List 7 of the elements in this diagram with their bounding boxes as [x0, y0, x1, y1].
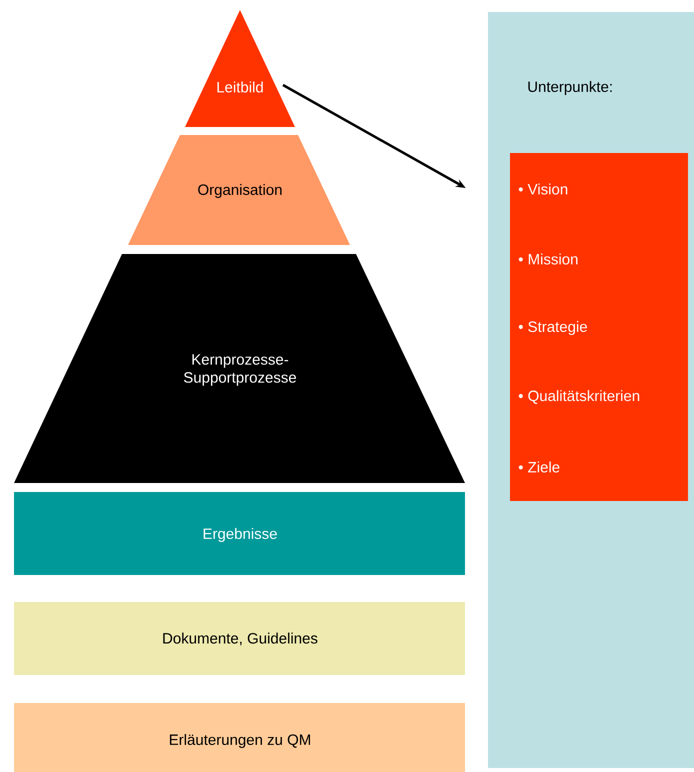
layer-box: Dokumente, Guidelines: [14, 602, 465, 675]
pyramid-level: Kernprozesse-Supportprozesse: [14, 254, 465, 483]
pyramid-level: Leitbild: [185, 10, 295, 127]
bullet-list-box: • Vision • Mission • Strategie • Qualitätskriterien • Ziele: [510, 153, 688, 501]
layer-box: Erläuterungen zu QM: [14, 703, 465, 772]
layer-box: Ergebnisse: [14, 492, 465, 575]
pyramid-level: Organisation: [128, 135, 350, 245]
